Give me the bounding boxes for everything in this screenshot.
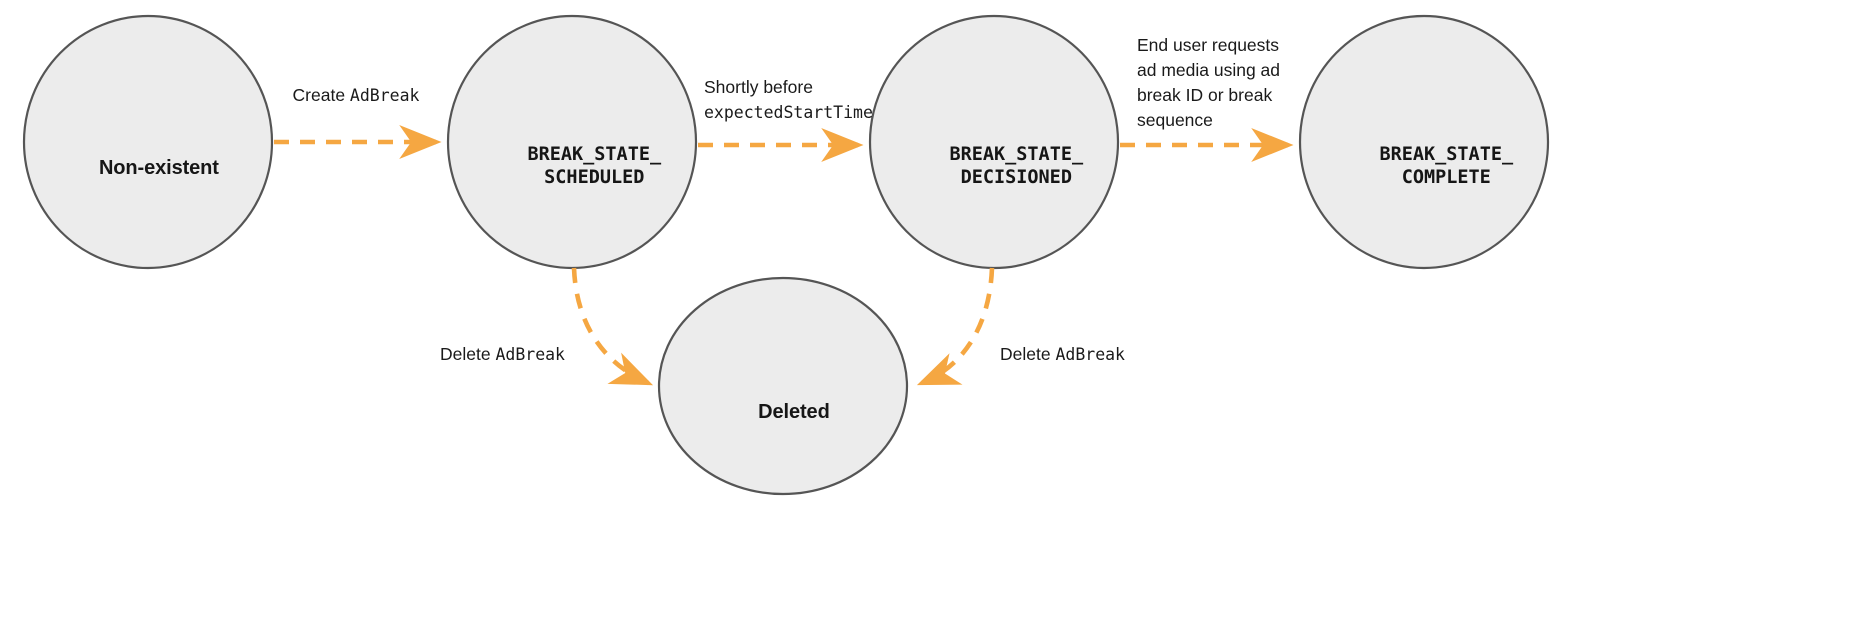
node-deleted[interactable] [657, 276, 909, 496]
edge-delete-adbreak-from-scheduled [571, 267, 654, 386]
edge-delete-adbreak-from-decisioned [916, 267, 995, 386]
node-non-existent[interactable] [22, 14, 274, 270]
node-break-state-scheduled[interactable] [446, 14, 698, 270]
node-break-state-complete[interactable] [1298, 14, 1550, 270]
node-break-state-decisioned[interactable] [868, 14, 1120, 270]
